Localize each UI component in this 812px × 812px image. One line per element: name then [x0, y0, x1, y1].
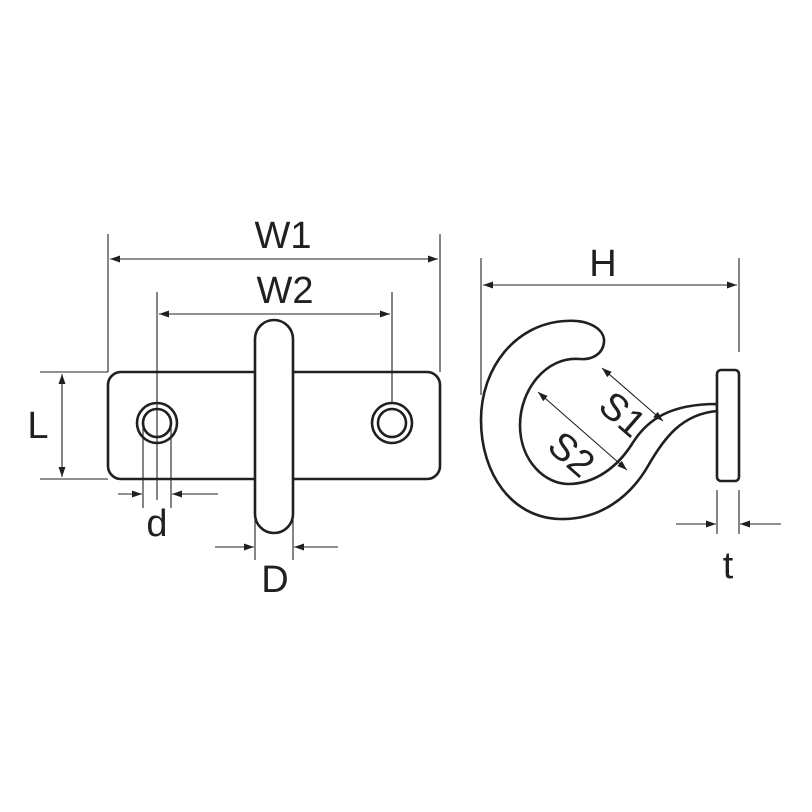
label-d-small: d	[146, 503, 167, 545]
dimension-w2: W2	[156, 270, 393, 500]
label-s2: S2	[540, 424, 603, 486]
side-view	[479, 319, 741, 521]
side-plate	[715, 368, 741, 483]
dimension-d-small: d	[118, 423, 218, 545]
dimension-l: L	[27, 371, 108, 480]
hook-outer-contour	[479, 319, 719, 521]
dimension-w1: W1	[107, 215, 441, 372]
label-l: L	[27, 405, 48, 447]
label-t: t	[723, 545, 734, 587]
hook-rod	[253, 318, 295, 535]
label-w2: W2	[257, 270, 314, 312]
label-d-large: D	[261, 559, 288, 601]
dimension-t: t	[676, 490, 781, 587]
dimension-d-large: D	[215, 520, 338, 601]
label-w1: W1	[255, 215, 312, 257]
mounting-hole-right	[370, 401, 414, 445]
label-h: H	[589, 243, 616, 285]
dimension-h: H	[480, 243, 740, 395]
front-view	[106, 318, 442, 535]
